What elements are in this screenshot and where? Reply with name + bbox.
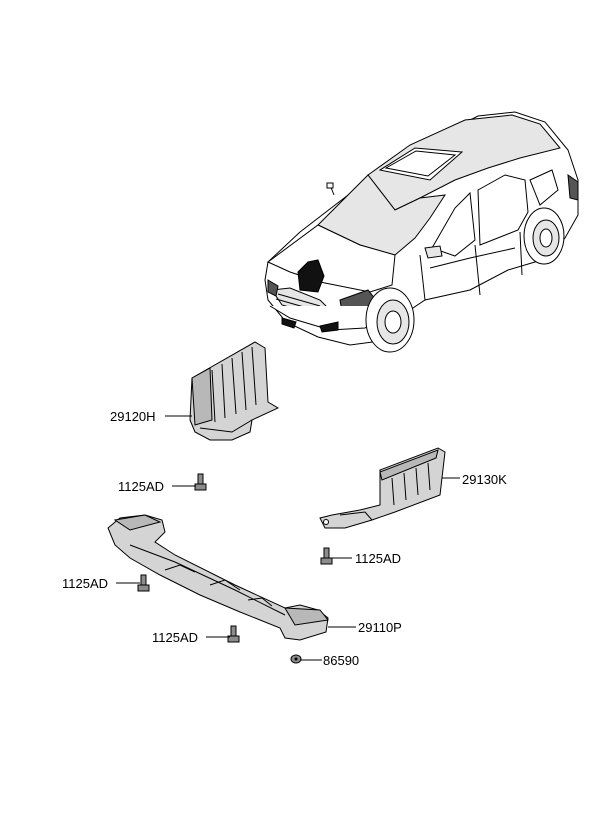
label-1125ad-left: 1125AD xyxy=(62,576,108,591)
label-29120h: 29120H xyxy=(110,409,156,424)
bolt-icon xyxy=(227,625,240,643)
label-1125ad-lower: 1125AD xyxy=(152,630,198,645)
label-1125ad-upper: 1125AD xyxy=(118,479,164,494)
label-29110p: 29110P xyxy=(358,620,402,635)
label-86590: 86590 xyxy=(323,653,359,668)
bolt-icon xyxy=(320,547,333,565)
leader-lines xyxy=(116,415,460,661)
bolt-icon xyxy=(137,574,150,592)
engine-under-cover xyxy=(107,514,329,641)
bolt-icon xyxy=(194,473,207,491)
front-splash-shield xyxy=(189,341,280,441)
label-29130k: 29130K xyxy=(462,472,507,487)
car-illustration xyxy=(264,111,579,353)
side-splash-shield xyxy=(319,447,446,529)
label-1125ad-right: 1125AD xyxy=(355,551,401,566)
clip-icon xyxy=(290,654,302,664)
